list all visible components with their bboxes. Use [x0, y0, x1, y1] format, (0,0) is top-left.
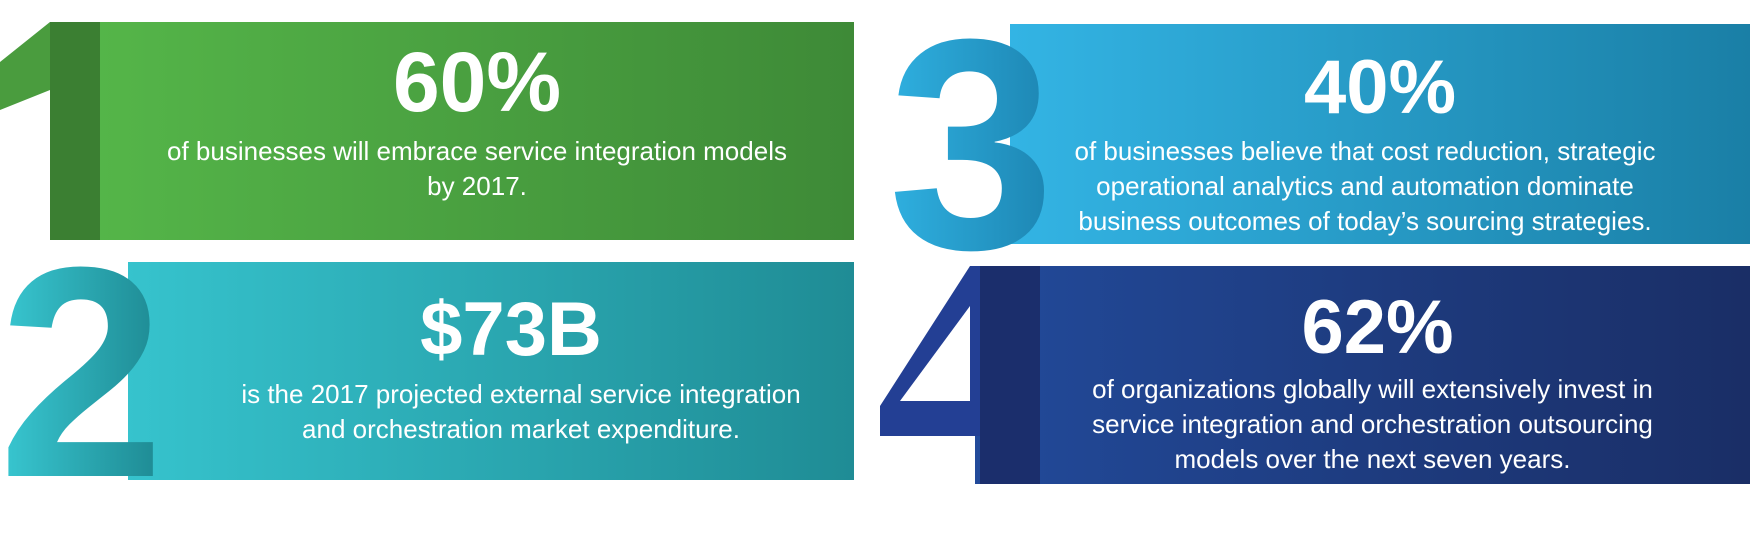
- stat-panel-1: 60% of businesses will embrace service i…: [50, 22, 854, 240]
- description-line: and orchestration market expenditure.: [302, 414, 740, 444]
- stat-value: $73B: [420, 287, 602, 372]
- stat-description: of businesses will embrace service integ…: [100, 134, 854, 204]
- stat-panel-2: $73B is the 2017 projected external serv…: [128, 262, 854, 480]
- numeral-3: 3: [888, 0, 1055, 294]
- description-line: operational analytics and automation dom…: [1096, 171, 1634, 201]
- description-line: service integration and orchestration ou…: [1092, 409, 1653, 439]
- stat-description: of organizations globally will extensive…: [995, 372, 1750, 477]
- stat-panel-3: 40% of businesses believe that cost redu…: [1010, 24, 1750, 244]
- description-line: of businesses believe that cost reductio…: [1074, 136, 1656, 166]
- stat-value: 62%: [1301, 285, 1454, 370]
- stat-value: 40%: [1303, 45, 1457, 130]
- description-line: is the 2017 projected external service i…: [241, 379, 801, 409]
- description-line: models over the next seven years.: [1174, 444, 1571, 474]
- description-line: of businesses will embrace service integ…: [167, 136, 787, 166]
- stat-value: 60%: [392, 35, 562, 129]
- description-line: business outcomes of today’s sourcing st…: [1078, 206, 1652, 236]
- stat-description: of businesses believe that cost reductio…: [1010, 134, 1750, 239]
- stat-panel-4: 62% of organizations globally will exten…: [975, 266, 1750, 484]
- description-line: of organizations globally will extensive…: [1092, 374, 1653, 404]
- stat-description: is the 2017 projected external service i…: [188, 377, 854, 447]
- description-line: by 2017.: [427, 171, 527, 201]
- numeral-4-icon: 4: [880, 266, 1040, 484]
- numeral-1-icon: 1: [0, 22, 100, 240]
- numeral-2: 2: [0, 204, 165, 540]
